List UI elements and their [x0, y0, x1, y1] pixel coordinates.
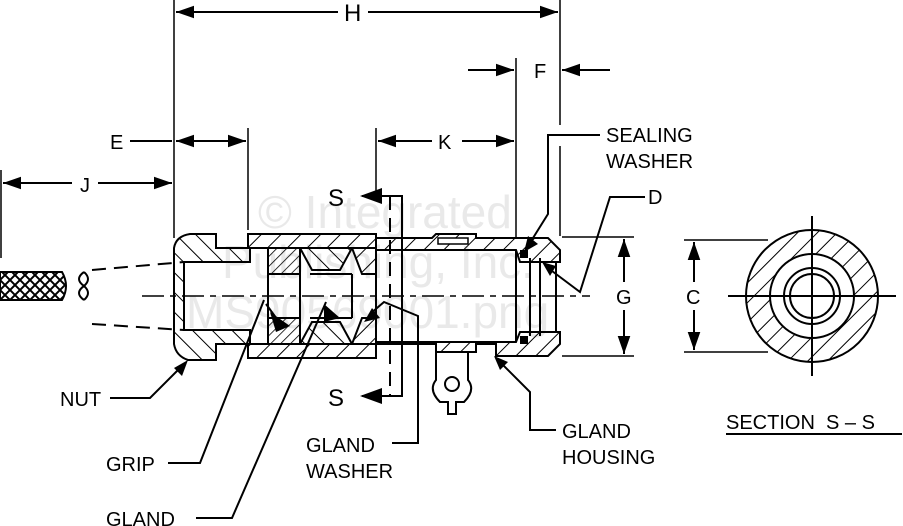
callout-gland-washer-line1: GLAND	[306, 435, 375, 457]
callout-gland-washer: GLAND WASHER	[306, 300, 419, 483]
sealing-washer	[520, 250, 528, 258]
dimension-g: G	[562, 236, 634, 357]
dimension-h-label: H	[344, 0, 361, 27]
callout-gland-housing-line1: GLAND	[562, 421, 631, 443]
callout-gland: GLAND	[106, 301, 340, 526]
callout-d: D	[542, 187, 662, 294]
section-title: SECTION S – S	[726, 412, 902, 435]
gland-housing	[247, 233, 561, 359]
dimension-h: H	[173, 0, 561, 238]
sealing-washer-lower	[520, 336, 528, 344]
dimension-k: K	[375, 128, 514, 200]
dimension-g-label: G	[616, 287, 632, 309]
dimension-j-label: J	[80, 175, 90, 197]
dimension-k-label: K	[438, 132, 452, 154]
callout-nut: NUT	[60, 360, 188, 411]
clip-tab	[431, 351, 473, 415]
section-line: S S	[328, 185, 403, 412]
section-title-label: SECTION S – S	[726, 412, 875, 434]
dimension-c: C	[684, 239, 768, 353]
dimension-e-label: E	[110, 132, 123, 154]
callout-gland-housing-line2: HOUSING	[562, 447, 655, 469]
dimension-e: E	[110, 128, 249, 230]
callout-gland-label: GLAND	[106, 509, 175, 526]
callout-sealing-washer-line1: SEALING	[606, 125, 693, 147]
callout-d-label: D	[648, 187, 662, 209]
callout-grip-label: GRIP	[106, 454, 155, 476]
callout-sealing-washer: SEALING WASHER	[524, 125, 693, 252]
section-marker-top: S	[328, 185, 344, 212]
section-view	[728, 216, 896, 376]
nut	[173, 233, 251, 361]
callout-sealing-washer-line2: WASHER	[606, 151, 693, 173]
watermark-line-1: © Integrated	[258, 186, 512, 238]
cable	[0, 261, 185, 331]
grip-gland-stack	[267, 247, 377, 345]
callout-gland-washer-line2: WASHER	[306, 461, 393, 483]
dimension-c-label: C	[686, 287, 700, 309]
callout-nut-label: NUT	[60, 389, 101, 411]
callout-grip: GRIP	[106, 299, 290, 476]
dimension-j: J	[0, 170, 172, 258]
dimension-f-label: F	[534, 61, 546, 83]
callout-gland-housing: GLAND HOUSING	[494, 356, 655, 469]
dimension-f: F	[468, 58, 610, 238]
section-marker-bottom: S	[328, 385, 344, 412]
